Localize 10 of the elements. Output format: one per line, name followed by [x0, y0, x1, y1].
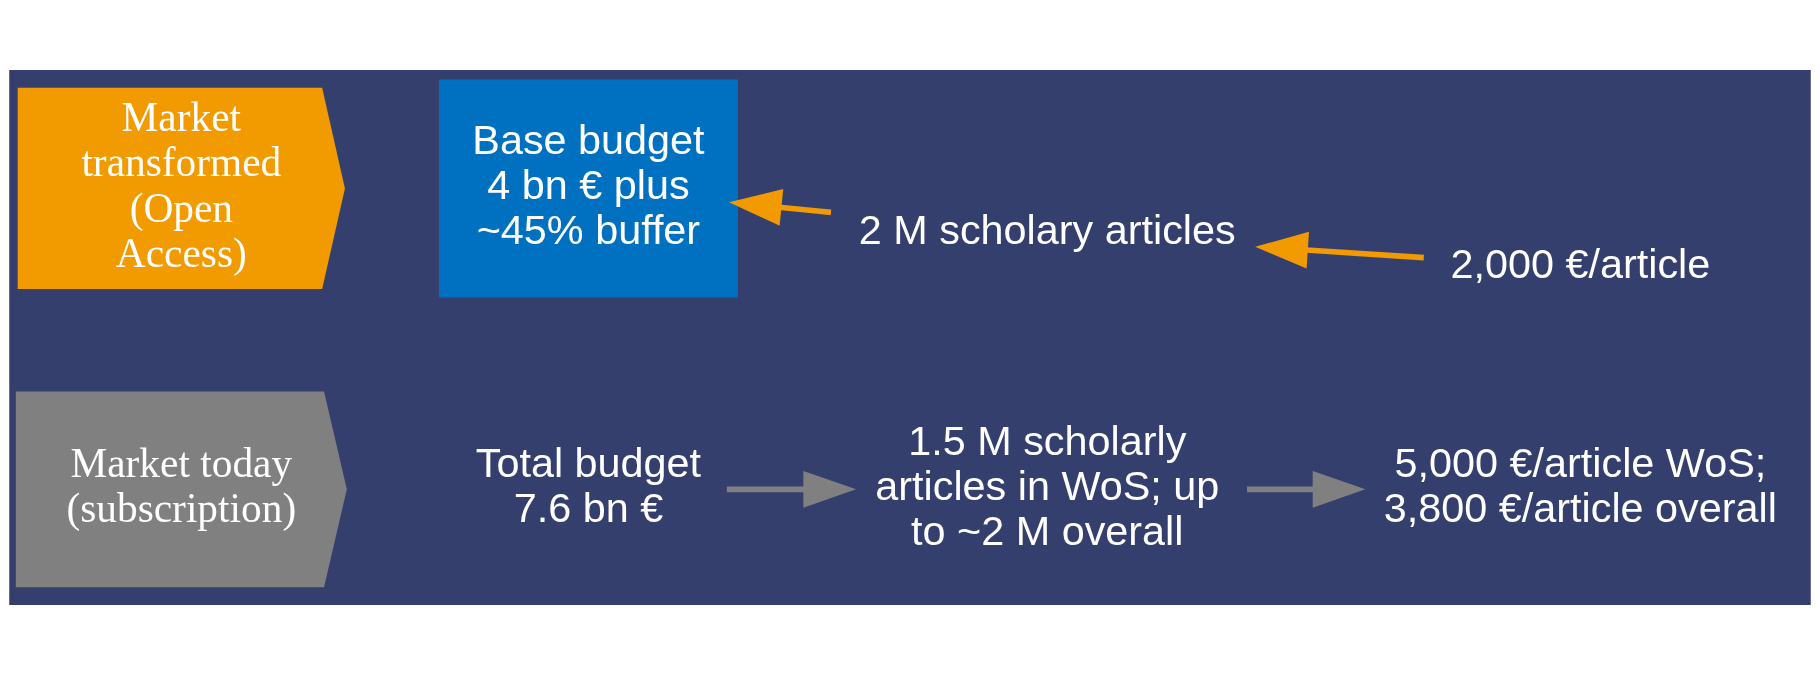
node-box: Base budget 4 bn € plus ~45% buffer — [438, 78, 738, 298]
node-text: 1.5 M scholarly articles in WoS; up to ~2 M overall — [875, 417, 1220, 554]
arrow — [1255, 231, 1424, 269]
arrow — [1247, 470, 1366, 508]
node-text: 2 M scholary articles — [858, 206, 1236, 253]
node-text: 2,000 €/article — [1450, 240, 1711, 287]
node-text: Total budget 7.6 bn € — [475, 439, 702, 531]
arrow — [726, 470, 857, 508]
node-text: 5,000 €/article WoS; 3,800 €/article overall — [1383, 439, 1777, 531]
arrow — [728, 188, 832, 226]
